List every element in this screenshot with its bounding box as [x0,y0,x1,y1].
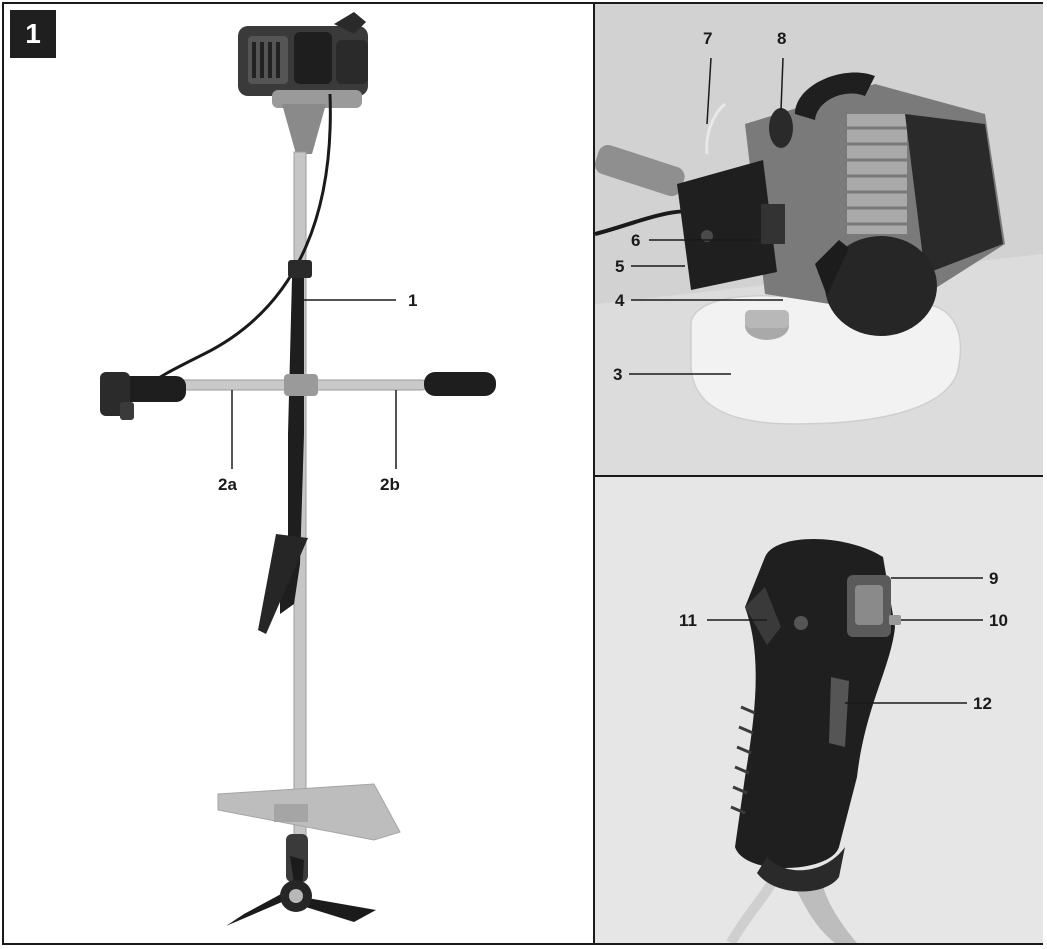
engine-detail-panel: 7 8 6 5 4 3 [595,4,1043,475]
handlebar-clamp [284,374,318,396]
throttle-handle-illustration: 9 10 11 12 [595,477,1043,943]
throttle-trigger [745,587,781,645]
cooling-fins [847,114,907,234]
callout-2a: 2a [218,475,237,494]
top-handle [795,72,875,120]
leader-line-8 [780,57,784,111]
callout-10: 10 [989,611,1008,630]
throttle-cable [144,93,332,390]
shoulder-strap [280,278,304,614]
callout-6: 6 [631,231,640,250]
fuel-line [705,102,727,155]
callout-3: 3 [613,365,622,384]
grip-ribs [730,705,756,815]
handle-grip-base [757,847,845,892]
throttle-lock-button [889,615,901,625]
blade-guard [217,783,401,841]
engine-head [238,12,368,108]
strap-end [258,534,308,634]
callout-2b: 2b [380,475,400,494]
panel-divider-vertical [593,4,595,943]
engine-shroud [905,114,1003,274]
callout-11: 11 [679,611,697,630]
brushcutter-illustration: 1 2a 2b [100,12,496,926]
callout-1: 1 [408,291,417,310]
panel-divider-horizontal [595,475,1043,477]
recoil-starter-cover [825,236,937,336]
harness-clip [288,260,312,278]
handle-cable-sleeve [795,879,857,943]
air-filter-cover [677,160,777,290]
callout-7: 7 [703,29,712,48]
callout-5: 5 [615,257,624,276]
callout-12: 12 [973,694,992,713]
callout-9: 9 [989,569,998,588]
three-tooth-blade [226,856,376,926]
choke-lever [761,204,785,244]
spark-plug-boot [769,108,793,148]
throttle-handle-panel: 9 10 11 12 [595,477,1043,943]
throttle-grip [100,372,186,420]
throttle-lever [829,677,849,747]
leader-line-7 [706,57,712,125]
guard-bracket [274,804,308,822]
shaft-coupling [282,104,326,154]
figure-number-badge: 1 [10,10,56,58]
right-grip [424,372,496,396]
engine-illustration: 7 8 6 5 4 3 [595,4,1043,475]
engine-shaft [595,144,685,197]
callout-8: 8 [777,29,786,48]
stop-switch [855,585,883,625]
callout-4: 4 [615,291,625,310]
trigger-pivot [794,616,808,630]
starter-handle [815,240,849,296]
brushcutter-overview-panel: 1 2a 2b 1 [4,4,593,943]
